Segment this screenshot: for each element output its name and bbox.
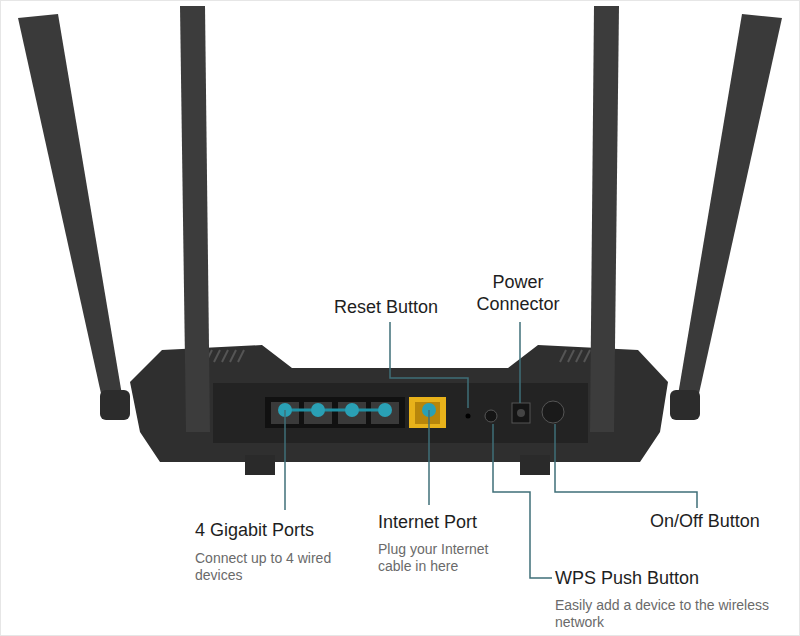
part-note: Connect up to 4 wired devices <box>195 550 360 584</box>
antenna <box>18 14 122 398</box>
port-link <box>285 409 385 412</box>
part-note: Easily add a device to the wireless netw… <box>555 597 770 631</box>
foot <box>520 455 550 475</box>
antenna <box>590 6 619 432</box>
wps-button <box>485 410 497 422</box>
part-label: Internet Port <box>378 512 508 534</box>
part-label: Reset Button <box>334 297 454 319</box>
power-jack <box>512 403 530 423</box>
part-label: 4 Gigabit Ports <box>195 520 355 542</box>
internet-port <box>409 397 446 428</box>
lan-ports <box>265 397 405 428</box>
part-label: Power Connector <box>468 272 568 315</box>
vents <box>190 350 614 362</box>
antenna-hinge <box>100 390 130 420</box>
leader-lines <box>285 322 697 578</box>
part-label: WPS Push Button <box>555 568 735 590</box>
power-pin <box>517 409 525 417</box>
internet-socket <box>415 402 440 424</box>
antenna <box>180 6 210 432</box>
port-dots <box>278 403 392 417</box>
part-note: Plug your Internet cable in here <box>378 541 518 575</box>
foot <box>245 455 275 475</box>
antenna <box>678 14 782 398</box>
antenna-hinge <box>670 390 700 420</box>
back-panel <box>213 383 588 443</box>
reset-hole <box>466 414 471 419</box>
power-button <box>542 401 564 423</box>
port-sockets <box>271 402 399 424</box>
router-body <box>130 345 668 462</box>
part-label: On/Off Button <box>650 511 790 533</box>
